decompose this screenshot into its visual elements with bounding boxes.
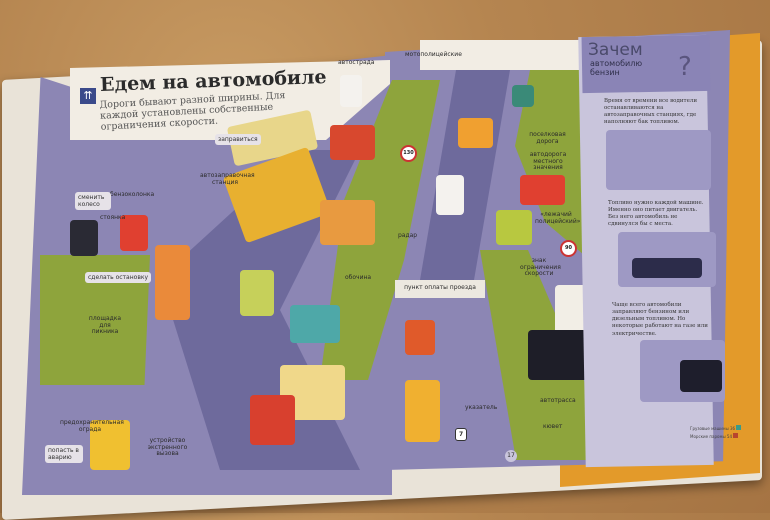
- ref-page: 36: [729, 426, 736, 431]
- ref-label: Грузовые машины: [690, 426, 729, 431]
- question-mark-icon: ?: [678, 52, 692, 82]
- yellow-bus: [405, 380, 440, 442]
- label-speed-limit: знак ограничения скорости: [520, 257, 561, 278]
- ref-color-icon: [733, 433, 739, 438]
- label-emergency: устройство экстренного вызова: [147, 437, 188, 458]
- parked-red-car: [120, 215, 148, 251]
- ref-page: 54: [726, 434, 732, 439]
- teal-car: [290, 305, 340, 343]
- exit-sign: 7: [455, 428, 468, 441]
- label-village-road: поселковая дорога: [529, 131, 566, 145]
- green-car: [240, 270, 274, 316]
- label-stop: сделать остановку: [85, 272, 152, 283]
- speed-limit-sign: 90: [560, 240, 577, 257]
- label-motorway: автострада: [338, 59, 375, 66]
- fuel-pump-illustration: [606, 130, 711, 190]
- label-highway: автотрасса: [540, 397, 576, 404]
- panel-paragraph-1: Время от времени все водители останавлив…: [604, 98, 697, 126]
- label-moto-police: мотополицейские: [405, 51, 462, 58]
- label-radar: радар: [398, 232, 418, 239]
- red-sports-car: [250, 395, 295, 445]
- panel-title: Зачем: [588, 40, 643, 60]
- road-icon: ⇈: [80, 88, 96, 104]
- green-car: [496, 210, 532, 245]
- parked-black-car: [70, 220, 98, 256]
- panel-subtitle: автомобилю бензин: [590, 59, 643, 77]
- ref-label: Морские паромы: [690, 434, 726, 439]
- toll-booth-sign: [395, 280, 485, 298]
- page-header-area: [420, 40, 590, 70]
- label-change-wheel: сменить колесо: [75, 192, 111, 210]
- ref-item[interactable]: Морские паромы 54: [690, 433, 741, 441]
- label-gas-station: автозаправочная станция: [200, 172, 255, 186]
- page-number: 17: [505, 450, 517, 462]
- red-car: [520, 175, 565, 205]
- teal-car: [512, 85, 534, 107]
- label-local-road: автодорога местного значения: [529, 151, 567, 172]
- red-jeep: [330, 125, 375, 160]
- label-ditch: кювет: [543, 423, 563, 430]
- crashed-car: [90, 420, 130, 470]
- ref-item[interactable]: Грузовые машины 36: [690, 425, 742, 433]
- label-refuel: заправиться: [215, 134, 261, 145]
- panel-paragraph-2: Топливо нужно каждой машине. Именно оно …: [608, 200, 704, 228]
- ref-color-icon: [736, 425, 742, 430]
- white-van: [436, 175, 464, 215]
- label-speed-bump: «лежачий полицейский»: [535, 211, 581, 225]
- orange-car: [458, 118, 493, 148]
- panel-paragraph-3: Чаще всего автомобили заправляют бензино…: [612, 302, 708, 337]
- cross-references: Грузовые машины 36 Морские паромы 54: [690, 425, 742, 441]
- label-accident: попасть в аварию: [45, 445, 83, 463]
- label-pointer: указатель: [465, 404, 498, 411]
- dark-car: [632, 258, 702, 278]
- white-van: [340, 75, 362, 107]
- label-guardrail: предохранительная ограда: [60, 419, 124, 433]
- label-picnic: площадка для пикника: [88, 315, 122, 336]
- electric-car: [680, 360, 722, 392]
- toll-car: [405, 320, 435, 355]
- orange-car: [320, 200, 375, 245]
- camper-van: [155, 245, 190, 320]
- speed-limit-sign: 130: [400, 145, 417, 162]
- label-parking: стоянка: [100, 214, 126, 221]
- label-fuel-pump: бензоколонка: [110, 191, 155, 198]
- label-shoulder: обочина: [345, 274, 372, 281]
- label-toll: пункт оплаты проезда: [404, 284, 476, 291]
- black-suv: [528, 330, 593, 380]
